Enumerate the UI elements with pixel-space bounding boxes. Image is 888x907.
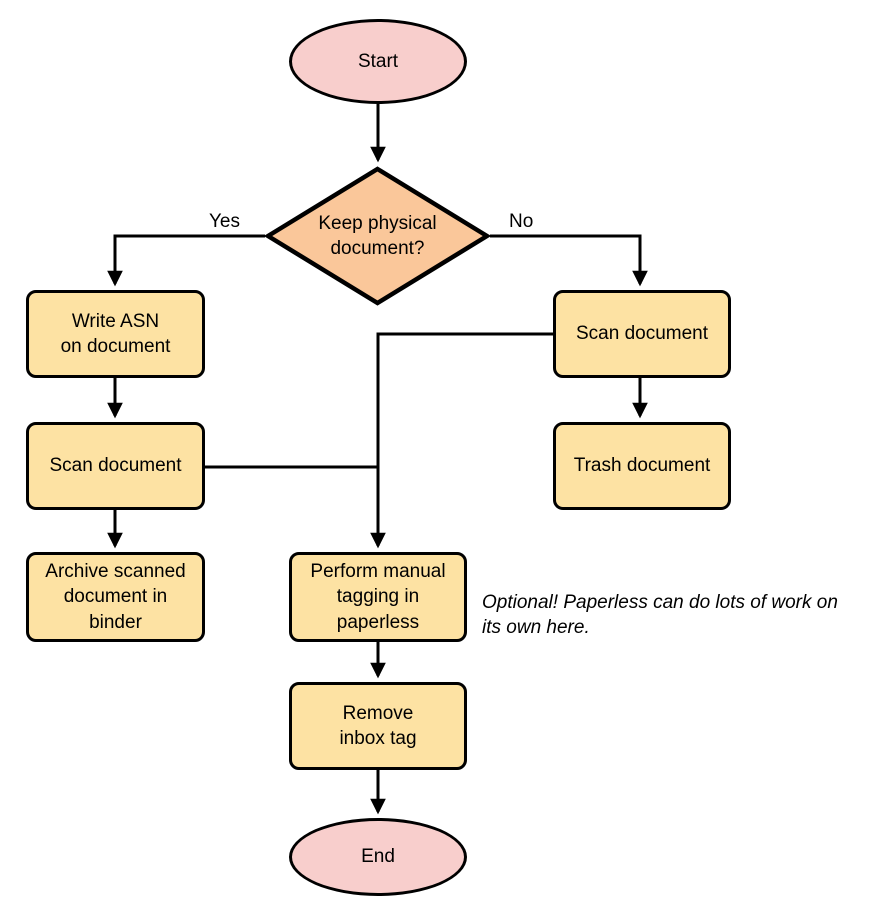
- annotation-optional-note-line2: its own here.: [482, 617, 590, 639]
- node-decision-label-line1: Keep physical: [318, 212, 437, 234]
- node-tagging-label-line1: Perform manual: [310, 561, 446, 583]
- node-end[interactable]: End: [289, 818, 467, 896]
- annotation-optional-note-line1: Optional! Paperless can do lots of work …: [482, 592, 838, 613]
- node-remove-inbox-tag[interactable]: Remove inbox tag: [289, 682, 467, 770]
- node-decision-keep-physical-document[interactable]: Keep physical document?: [265, 166, 490, 306]
- node-perform-manual-tagging[interactable]: Perform manual tagging in paperless: [289, 552, 467, 642]
- node-tagging-label: Perform manual tagging in paperless: [310, 559, 445, 634]
- node-start[interactable]: Start: [289, 19, 467, 104]
- node-tagging-label-line3: paperless: [336, 611, 420, 633]
- annotation-optional-note: Optional! Paperless can do lots of work …: [482, 590, 886, 641]
- edge-label-no: No: [509, 211, 534, 232]
- node-decision-label-line2: document?: [330, 238, 425, 259]
- node-start-label: Start: [357, 50, 399, 72]
- node-archive-label-line1: Archive scanned: [45, 561, 186, 583]
- node-write-asn-label: Write ASN on document: [61, 309, 171, 359]
- node-scan-document-left-label: Scan document: [49, 455, 182, 477]
- node-scan-document-right-label: Scan document: [575, 323, 709, 345]
- node-decision-label: Keep physical document?: [318, 211, 436, 261]
- node-archive-label: Archive scanned document in binder: [45, 559, 185, 634]
- node-write-asn-on-document[interactable]: Write ASN on document: [26, 290, 205, 378]
- node-end-label: End: [361, 846, 395, 868]
- node-trash-document-label: Trash document: [573, 455, 711, 477]
- node-scan-document-right[interactable]: Scan document: [553, 290, 731, 378]
- node-remove-inbox-label-line2: inbox tag: [339, 728, 417, 749]
- node-tagging-label-line2: tagging in: [336, 586, 420, 608]
- edge-decision-yes-to-write-asn: [107, 234, 265, 287]
- node-remove-inbox-label-line1: Remove: [342, 702, 414, 724]
- node-scan-document-left[interactable]: Scan document: [26, 422, 205, 510]
- node-remove-inbox-label: Remove inbox tag: [339, 701, 416, 751]
- node-archive-scanned-document-in-binder[interactable]: Archive scanned document in binder: [26, 552, 205, 642]
- node-write-asn-label-line1: Write ASN: [71, 310, 160, 332]
- node-archive-label-line2: document in: [63, 586, 168, 608]
- node-write-asn-label-line2: on document: [60, 336, 171, 357]
- node-trash-document[interactable]: Trash document: [553, 422, 731, 510]
- edge-decision-no-to-scan-right: [490, 234, 648, 287]
- edge-label-yes: Yes: [209, 211, 240, 232]
- diamond-shape: [265, 166, 490, 306]
- node-archive-label-line3: binder: [89, 611, 142, 633]
- edge-scan-right-to-tagging: [370, 332, 553, 549]
